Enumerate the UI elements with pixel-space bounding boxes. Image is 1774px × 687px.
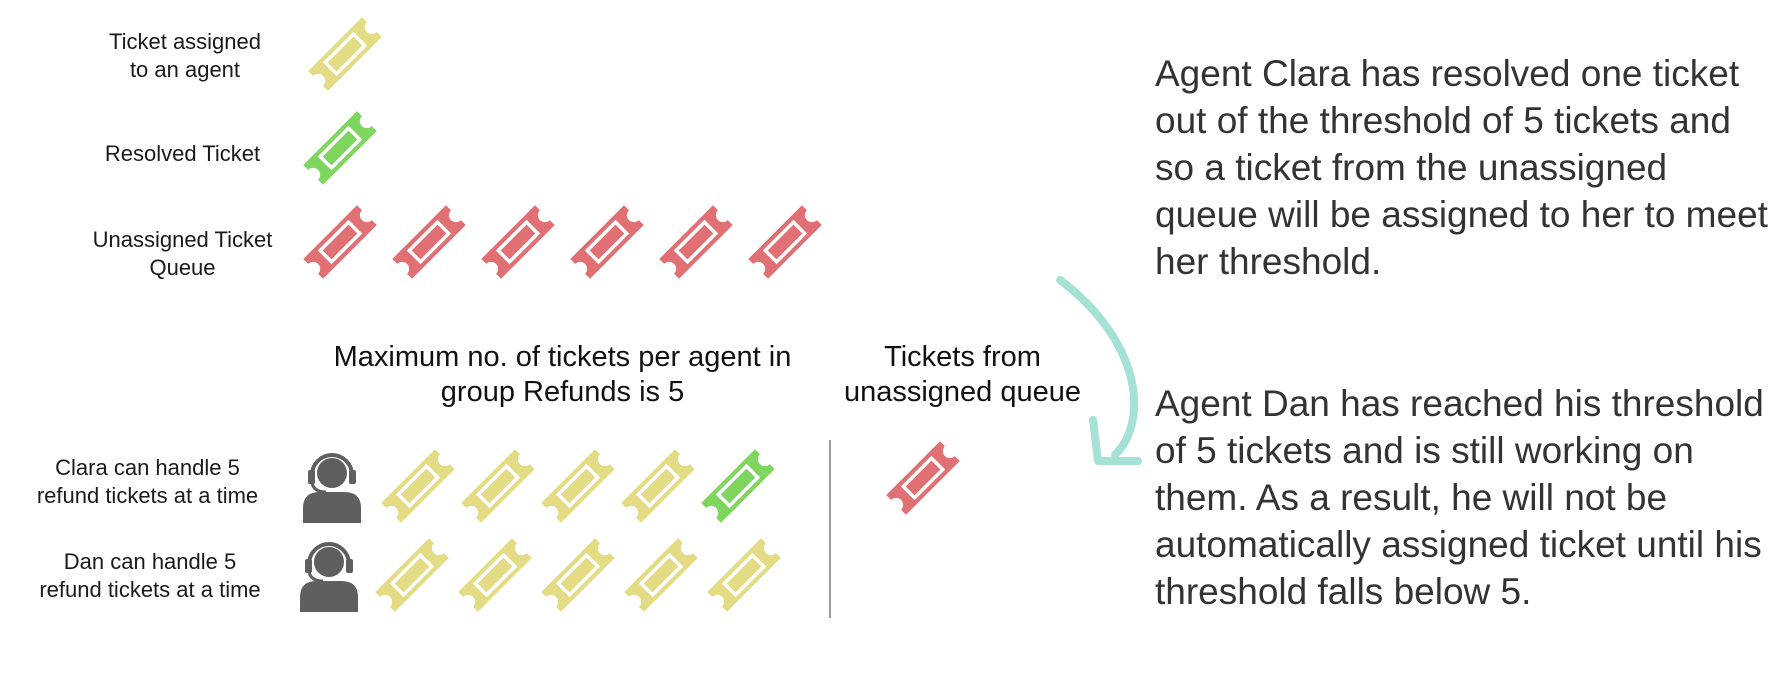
agent-clara-line1: Clara can handle 5 xyxy=(55,455,240,480)
paragraph-dan: Agent Dan has reached his threshold of 5… xyxy=(1155,383,1764,612)
legend-unassigned-label: Unassigned Ticket Queue xyxy=(70,226,295,282)
dan-assigned-ticket-icon xyxy=(707,538,781,612)
max-tickets-heading-line1: Maximum no. of tickets per agent in xyxy=(333,341,792,373)
legend-resolved-ticket-icon xyxy=(303,111,377,185)
legend-unassigned-line1: Unassigned Ticket xyxy=(92,227,273,252)
unassigned-queue-ticket-icon xyxy=(748,205,822,279)
unassigned-queue-ticket-icon xyxy=(659,205,733,279)
agent-dan-line2: refund tickets at a time xyxy=(39,577,261,602)
clara-assigned-ticket-icon xyxy=(461,449,535,523)
clara-incoming-ticket-icon xyxy=(886,441,960,515)
max-tickets-heading: Maximum no. of tickets per agent in grou… xyxy=(300,340,825,410)
unassigned-queue-ticket-icon xyxy=(392,205,466,279)
legend-resolved-line1: Resolved Ticket xyxy=(104,141,261,166)
dan-assigned-ticket-icon xyxy=(458,538,532,612)
legend-assigned-line1: Ticket assigned xyxy=(108,29,262,54)
max-tickets-heading-line2: group Refunds is 5 xyxy=(440,376,685,408)
dan-assigned-ticket-icon xyxy=(375,538,449,612)
agent-clara-avatar xyxy=(303,453,361,523)
unassigned-queue-ticket-icon xyxy=(570,205,644,279)
from-queue-heading: Tickets from unassigned queue xyxy=(835,340,1090,410)
clara-assigned-ticket-icon xyxy=(381,449,455,523)
queue-divider xyxy=(829,440,831,618)
legend-assigned-label: Ticket assigned to an agent xyxy=(90,28,280,84)
dan-assigned-ticket-icon xyxy=(541,538,615,612)
from-queue-heading-line1: Tickets from xyxy=(884,341,1041,373)
legend-assigned-line2: to an agent xyxy=(129,57,241,82)
from-queue-heading-line2: unassigned queue xyxy=(843,376,1082,408)
legend-unassigned-line2: Queue xyxy=(149,255,216,280)
clara-resolved-ticket-icon xyxy=(701,449,775,523)
unassigned-queue-ticket-icon xyxy=(303,205,377,279)
agent-dan-line1: Dan can handle 5 xyxy=(63,549,237,574)
agent-clara-line2: refund tickets at a time xyxy=(36,483,259,508)
clara-assigned-ticket-icon xyxy=(541,449,615,523)
agent-dan-label: Dan can handle 5 refund tickets at a tim… xyxy=(10,548,290,604)
paragraph-clara: Agent Clara has resolved one ticket out … xyxy=(1155,53,1768,282)
clara-assigned-ticket-icon xyxy=(621,449,695,523)
agent-dan-avatar xyxy=(300,542,358,612)
legend-assigned-ticket-icon xyxy=(308,17,382,91)
legend-resolved-label: Resolved Ticket xyxy=(70,140,295,168)
agent-clara-label: Clara can handle 5 refund tickets at a t… xyxy=(10,454,285,510)
unassigned-queue-ticket-icon xyxy=(481,205,555,279)
dan-assigned-ticket-icon xyxy=(624,538,698,612)
